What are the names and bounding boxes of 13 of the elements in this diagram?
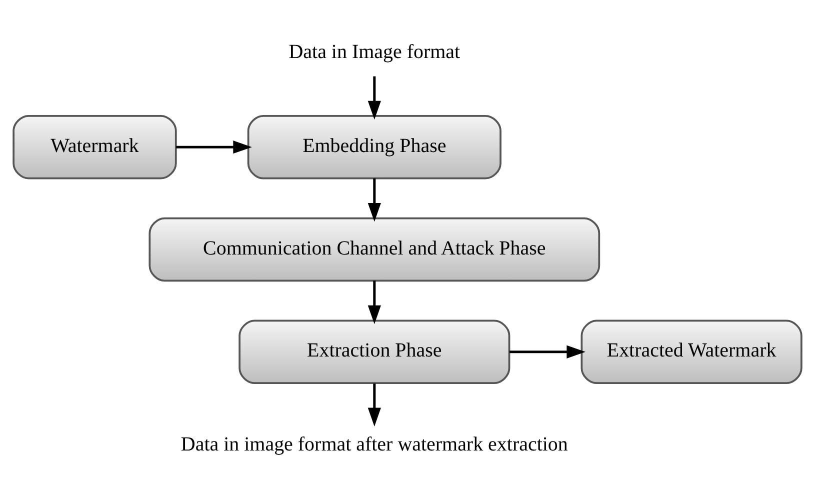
arrow [368,280,381,324]
arrow [176,140,252,154]
node-text: Data in Image format [288,40,460,63]
node-box: Communication Channel and Attack Phase [148,216,600,282]
node-text: Data in image format after watermark extraction [180,432,568,455]
arrow [368,76,381,120]
node-box: Embedding Phase [247,114,502,179]
arrow [368,383,381,426]
arrow [368,178,381,222]
node-box: Watermark [12,114,177,179]
arrow [509,344,586,358]
node-box: Extraction Phase [238,319,510,384]
node-box: Extracted Watermark [580,319,802,384]
